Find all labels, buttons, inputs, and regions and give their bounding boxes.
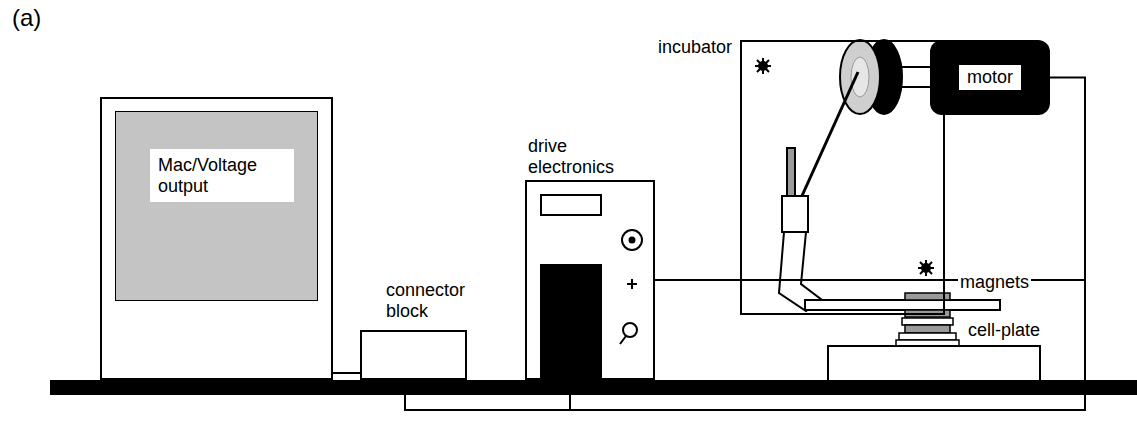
panel-letter: (a) xyxy=(10,4,43,32)
box-heading: incubator xyxy=(658,37,740,58)
motor-label: motor xyxy=(959,65,1021,90)
signal-wire xyxy=(333,372,360,374)
box-heading: drive electronics xyxy=(528,136,638,177)
stage-stand xyxy=(828,346,1040,380)
signal-wire xyxy=(570,78,1085,411)
drive-electronics: drive electronics xyxy=(525,180,655,380)
incubator: incubator xyxy=(740,40,945,315)
bench xyxy=(50,380,1137,395)
monitor-screen xyxy=(115,111,318,301)
cell-plate-stack xyxy=(896,318,959,346)
part-label: cell-plate xyxy=(966,320,1042,341)
computer-monitor: Mac/Voltage output xyxy=(100,97,333,380)
signal-wire xyxy=(405,280,1085,410)
part-label: magnets xyxy=(958,272,1031,293)
motor: motor xyxy=(930,40,1050,115)
connector-block: connector block xyxy=(360,330,467,380)
monitor-label: Mac/Voltage output xyxy=(150,149,294,202)
drive-panel xyxy=(541,195,642,380)
block-heading: connector block xyxy=(386,280,478,321)
